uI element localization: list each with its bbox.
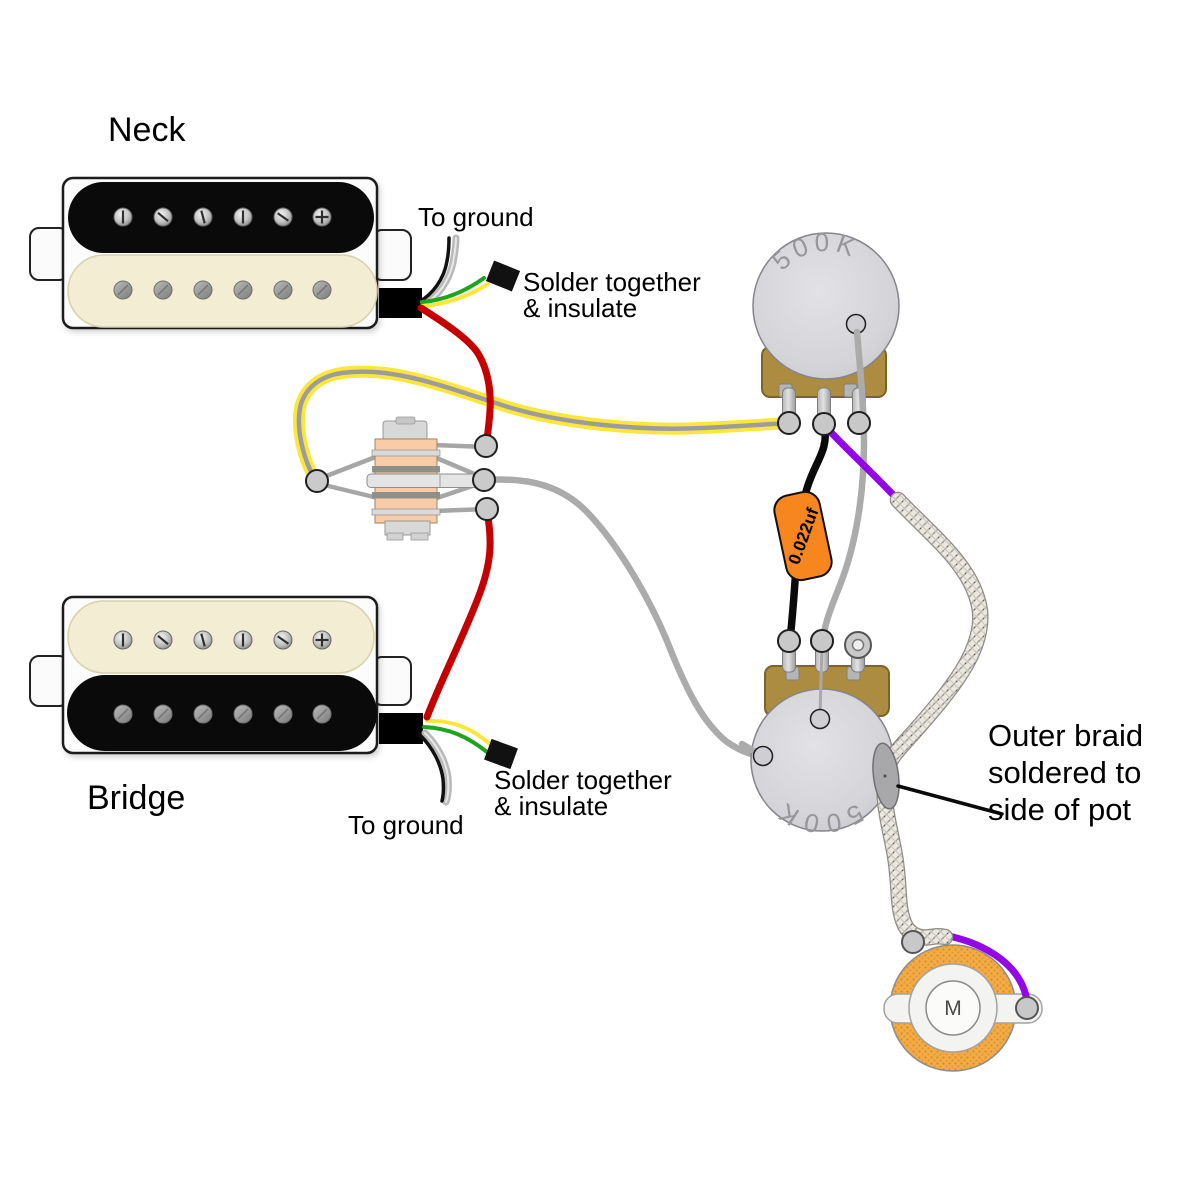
bottom-pot-lug-middle [810, 629, 834, 653]
bridge-green-wire [422, 725, 489, 754]
neck-pickup-black-coil [68, 182, 374, 253]
to-ground-bottom-label: To ground [348, 810, 464, 840]
gray-wire-top-pot-to-bottom-pot [819, 328, 868, 644]
neck-green-wire [420, 276, 486, 304]
switch-bottom-tab [384, 520, 431, 536]
outer-braid-label-line3: side of pot [988, 792, 1131, 827]
callout-line [896, 784, 1004, 816]
bridge-pickup-right-ear [372, 656, 412, 706]
pole-shading [117, 284, 129, 296]
neck-pickup-cream-coil [67, 254, 378, 328]
jack-tip-terminal [1015, 996, 1039, 1020]
outer-braid-label-line2: soldered to [988, 755, 1141, 790]
bridge-yellow-wire [425, 718, 493, 747]
neck-round-poles [113, 280, 332, 300]
pole-shading [117, 708, 129, 720]
purple-hot-wire-jack [940, 931, 1031, 1005]
switch-output-wire-core [296, 369, 792, 485]
solder-top-label-line1: Solder together [523, 267, 701, 297]
bottom-pot: 500K [738, 631, 894, 842]
pickup-selector-switch [305, 416, 499, 541]
pot-lug-terminals [777, 411, 871, 653]
purple-hot-wire-top [823, 424, 901, 503]
to-ground-top-label: To ground [418, 202, 534, 232]
neck-solder-junction [485, 260, 521, 292]
pole-shading [237, 284, 249, 296]
pole-shading [316, 284, 328, 296]
bottom-pot-casing-solder-point [809, 708, 831, 730]
switch-terminal-left [305, 469, 329, 493]
bottom-pot-link-wire [818, 645, 824, 715]
pole-shading [157, 708, 169, 720]
screw-slot [277, 635, 289, 645]
screw-slot [277, 212, 289, 222]
bridge-pickup-black-coil [67, 675, 377, 751]
top-pot: 500K [752, 219, 900, 427]
bridge-pickup-cream-coil [67, 600, 375, 674]
jack-marking: M [944, 997, 962, 1020]
bottom-pot-ring-lug-hole [851, 638, 865, 652]
pole-shading [157, 284, 169, 296]
solder-blob-dot [883, 774, 887, 778]
output-jack: M [883, 931, 1043, 1072]
neck-pickup [29, 176, 521, 330]
neck-ground-wire-highlight [423, 237, 457, 305]
labels: Neck Bridge To ground To ground Solder t… [87, 111, 1143, 840]
neck-pickup-right-ear [372, 229, 412, 281]
jack-sleeve-terminal [901, 930, 925, 954]
neck-ground-wire-black [417, 236, 451, 304]
bottom-pot-lug-left [777, 629, 801, 653]
jack-center [925, 980, 981, 1036]
bridge-ground-wire-black [418, 733, 446, 803]
switch-terminal-right-middle [472, 468, 496, 492]
neck-yellow-wire [421, 282, 490, 308]
outer-braid-label-line1: Outer braid [988, 718, 1143, 753]
solder-top-label-line2: & insulate [523, 293, 637, 323]
solder-bottom-label-line2: & insulate [494, 791, 608, 821]
switch-wafer-line [371, 508, 441, 516]
solder-bottom-label-line1: Solder together [494, 765, 672, 795]
pole-shading [277, 708, 289, 720]
switch-top-notch [395, 416, 416, 425]
bridge-screw-poles [113, 630, 332, 650]
bridge-wire-connector [379, 713, 423, 744]
switch-wafer-line [371, 449, 441, 457]
bridge-solder-junction [484, 738, 518, 770]
switch-wafer-separator [372, 492, 440, 499]
bridge-label: Bridge [87, 779, 185, 817]
gray-wire-switch-to-bottom-pot [480, 476, 766, 760]
pole-shading [197, 284, 209, 296]
bridge-ground-wire-highlight [424, 732, 450, 803]
screw-slot [157, 634, 169, 646]
switch-terminal-right-top [474, 434, 498, 458]
top-pot-lug-middle [812, 412, 836, 436]
capacitor-body [773, 490, 833, 582]
top-pot-lug-left [777, 411, 801, 435]
screw-slot [200, 633, 206, 647]
screw-slot [157, 211, 169, 223]
switch-wafer-separator [372, 466, 440, 473]
bridge-round-poles [113, 704, 332, 724]
switch-terminal-right-bottom [475, 497, 499, 521]
pole-shading [197, 708, 209, 720]
pole-shading [277, 284, 289, 296]
tone-capacitor: 0.022uf [773, 490, 833, 582]
neck-wire-connector [379, 288, 422, 318]
switch-bottom-foot [386, 532, 404, 541]
bottom-pot-left-solder-point [752, 745, 774, 767]
pole-shading [316, 708, 328, 720]
pole-shading [237, 708, 249, 720]
top-pot-body [752, 232, 900, 380]
switch-actuator-bar [366, 473, 481, 488]
screw-slot [200, 210, 206, 224]
bridge-hot-wire-red [423, 505, 494, 721]
neck-screw-poles [113, 207, 332, 227]
neck-hot-wire-red [417, 304, 494, 449]
switch-bottom-foot [410, 532, 429, 541]
bridge-pickup [29, 595, 518, 806]
top-pot-lug-right [847, 411, 871, 435]
neck-label: Neck [108, 111, 186, 149]
